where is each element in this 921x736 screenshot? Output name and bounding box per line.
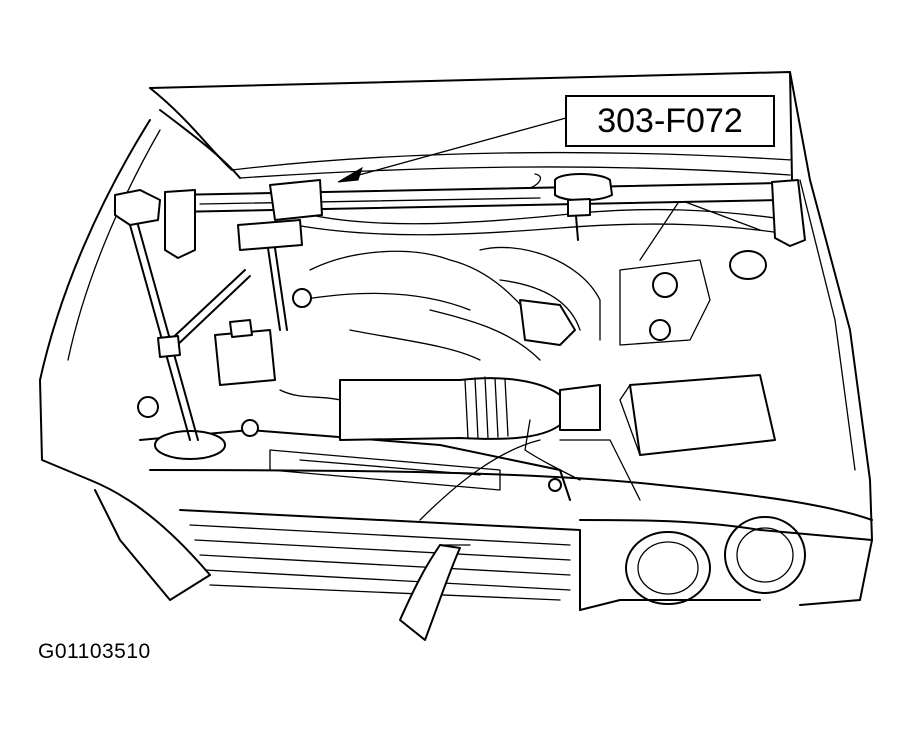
wiring-harness xyxy=(279,208,796,521)
figure-id: G01103510 xyxy=(38,640,151,663)
left-fender-outline xyxy=(39,119,211,601)
headlamps xyxy=(625,516,806,605)
front-tool-handle xyxy=(399,544,471,641)
tool-callout-text: 303-F072 xyxy=(597,101,743,140)
air-intake-duct xyxy=(339,376,601,441)
radiator-support xyxy=(139,429,571,501)
tool-callout-label: 303-F072 xyxy=(565,95,775,147)
callout-leader xyxy=(337,117,567,183)
battery xyxy=(619,374,776,456)
strut-tower-cap xyxy=(548,250,767,492)
reservoir xyxy=(137,288,312,460)
front-grille xyxy=(149,469,873,611)
right-fender-outline xyxy=(789,71,873,606)
engine-block xyxy=(299,199,761,361)
engine-support-tool xyxy=(114,173,806,441)
